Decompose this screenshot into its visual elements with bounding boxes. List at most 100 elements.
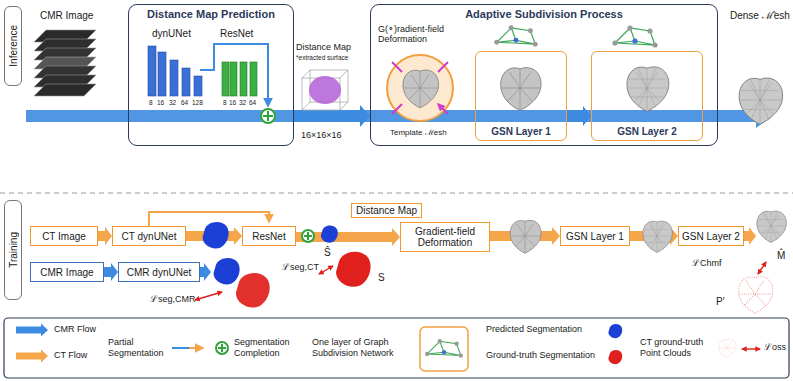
box-label: Adaptive Subdivision Process: [371, 5, 717, 20]
training-mesh: [510, 220, 541, 253]
layer-box: GSN Layer 1: [475, 51, 567, 141]
text-label: Template ℳesh: [390, 128, 447, 137]
completion-symbol: [263, 111, 273, 121]
completion-symbol: [302, 230, 314, 242]
process-box: CT dynUNet: [112, 226, 186, 246]
box-label: Distance Map Prediction: [129, 5, 293, 20]
completion-symbol: [304, 232, 312, 240]
text-label: ℒseg,CT: [282, 262, 319, 272]
legend-label: CT Flow: [54, 350, 87, 361]
box-label: GSN Layer 1: [563, 231, 627, 242]
legend-icons: [742, 348, 760, 349]
cmr-image-stack: [34, 30, 96, 96]
box-label: GSN Layer 2: [679, 231, 743, 242]
flow-arrow: [98, 227, 112, 245]
text-label: *extracted surface: [296, 54, 348, 61]
legend-frame: [4, 318, 789, 378]
text-label: G(∘)radient-field Deformation: [378, 24, 464, 45]
stage-tag: Inference: [4, 6, 22, 86]
template-mesh: [403, 70, 439, 108]
text-label: ResNet: [220, 28, 253, 40]
template-mesh: [387, 55, 453, 121]
box-label: Inference: [8, 25, 19, 67]
legend-icons: [172, 324, 760, 371]
loss-arrow: [195, 292, 222, 300]
legend-icons: [218, 344, 226, 352]
text-label: Ŝ: [324, 247, 331, 259]
text-label: 8: [223, 99, 227, 106]
predicted-segmentation: [214, 258, 240, 285]
legend-label: ℒoss: [764, 342, 786, 353]
resnet-bars: [222, 62, 229, 96]
process-box: GSN Layer 1: [560, 226, 630, 246]
loss-arrow: [758, 262, 766, 274]
text-label: ℒseg,CMR: [150, 294, 196, 304]
text-label: Dense ℳ̂esh: [730, 10, 790, 22]
graph-icon: [494, 25, 537, 46]
resnet-bars: [222, 62, 257, 96]
text-label: CMR Image: [40, 10, 93, 22]
process-box: CMR dynUNet: [118, 262, 200, 282]
legend-label: CT ground-truth Point Clouds: [640, 337, 714, 359]
completion-symbol: [302, 230, 314, 242]
legend-label: Partial Segmentation: [108, 337, 170, 359]
stage-tag: Training: [4, 200, 22, 300]
text-label: 16: [229, 99, 236, 106]
graph-icon: [612, 25, 657, 47]
text-label: 16: [157, 99, 164, 106]
box-label: CMR dynUNet: [124, 267, 194, 278]
box-label: GSN Layer 2: [617, 123, 676, 137]
completion-symbol: [261, 109, 275, 123]
legend-icons: [608, 324, 622, 338]
loss-arrow: [195, 262, 766, 300]
text-label: ℒChmf: [692, 258, 722, 268]
legend-swatch: [16, 324, 48, 337]
process-box: ResNet: [242, 226, 296, 246]
process-box: CT Image: [30, 226, 98, 246]
distance-map-cube: [302, 70, 348, 110]
flow-arrow: [200, 263, 211, 281]
text-label: P′: [716, 296, 725, 308]
box-label: CMR Image: [37, 267, 96, 278]
dynunet-bars: [148, 46, 156, 96]
distance-map-surface: [309, 76, 341, 104]
gsn-mesh: [501, 68, 541, 111]
text-label: 64: [249, 99, 256, 106]
gsn-mesh: [627, 67, 669, 112]
ground-truth-segmentation: [336, 252, 371, 287]
predicted-segmentation: [203, 222, 229, 249]
legend-icons: [608, 350, 622, 364]
legend-icons: [420, 327, 468, 371]
text-label: Distance Map: [296, 42, 351, 52]
legend-icons: [425, 339, 463, 358]
flow-arrow: [567, 106, 591, 126]
text-label: 128: [192, 99, 203, 106]
box-label: CT dynUNet: [119, 231, 180, 242]
legend-icons: [719, 339, 736, 357]
skip-link: [200, 44, 268, 106]
predicted-segmentation: [321, 226, 338, 243]
point-cloud: [739, 277, 773, 313]
completion-symbol: [261, 109, 275, 123]
legend-label: Predicted Segmentation: [486, 324, 582, 335]
legend-icons: [216, 342, 228, 354]
text-label: 32: [169, 99, 176, 106]
training-mesh: [643, 221, 672, 252]
dynunet-bars: [158, 52, 166, 96]
process-box: GSN Layer 2: [678, 226, 744, 246]
resnet-bars: [240, 62, 247, 96]
resnet-bars: [250, 62, 257, 96]
template-mesh: [387, 55, 453, 121]
legend-icons: [172, 347, 189, 349]
text-label: dynUNet: [152, 28, 191, 40]
box-label: Training: [8, 232, 19, 268]
template-mesh: [392, 62, 448, 114]
cmr-image-stack: [34, 84, 96, 96]
layer-box: GSN Layer 2: [591, 51, 703, 141]
ground-truth-segmentation: [236, 273, 270, 307]
dynunet-bars: [182, 68, 190, 96]
flow-arrow: [294, 105, 370, 127]
